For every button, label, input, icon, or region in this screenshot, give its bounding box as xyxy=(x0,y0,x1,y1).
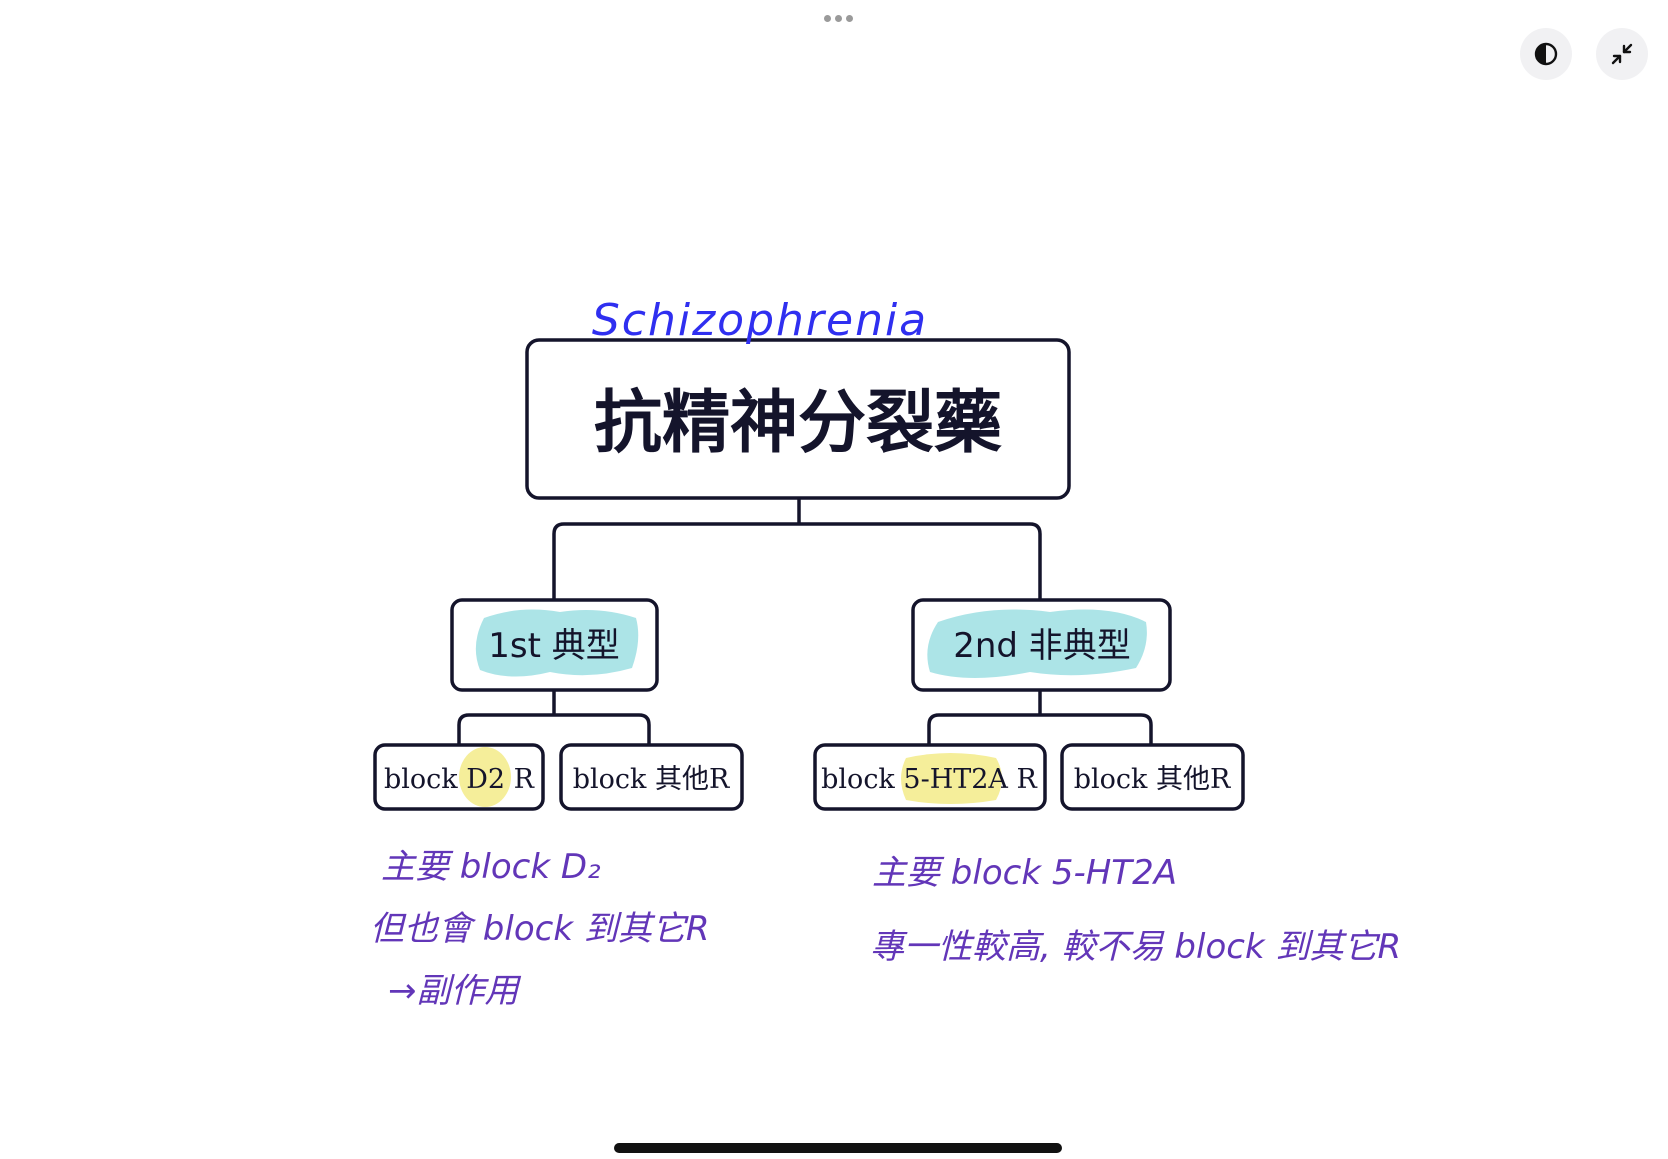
root-annotation: Schizophrenia xyxy=(592,295,928,346)
note-line: 專一性較高, 較不易 block 到其它R xyxy=(870,927,1401,967)
connector-lines xyxy=(457,498,1153,745)
highlight-cyan xyxy=(927,609,1147,678)
note-line: 主要 block 5-HT2A xyxy=(872,853,1177,893)
collapse-icon xyxy=(1611,43,1633,65)
leaf-label: block 其他R xyxy=(573,764,730,795)
branch-label: 1st 典型 xyxy=(488,626,619,666)
notes-second-gen: 主要 block 5-HT2A 專一性較高, 較不易 block 到其它R xyxy=(870,853,1401,967)
root-title: 抗精神分裂藥 xyxy=(594,384,1002,463)
handle-dot xyxy=(834,14,842,22)
leaf-block-other-r[interactable]: block 其他R xyxy=(1060,743,1245,811)
leaf-label: block 其他R xyxy=(1074,764,1231,795)
window-handle[interactable] xyxy=(818,12,858,24)
highlight-yellow xyxy=(901,753,1002,804)
contrast-button[interactable] xyxy=(1520,28,1572,80)
branch-node-second-gen[interactable]: 2nd 非典型 xyxy=(911,598,1172,692)
collapse-button[interactable] xyxy=(1596,28,1648,80)
note-line: 但也會 block 到其它R xyxy=(370,909,709,949)
root-node[interactable]: 抗精神分裂藥 xyxy=(525,338,1071,500)
highlight-cyan xyxy=(475,609,639,677)
note-line: →副作用 xyxy=(388,971,521,1011)
leaf-block-5ht2a[interactable]: block 5-HT2A R xyxy=(813,743,1047,811)
note-line: 主要 block D₂ xyxy=(381,847,601,887)
highlight-yellow xyxy=(459,747,511,807)
home-indicator[interactable] xyxy=(614,1143,1062,1153)
notes-first-gen: 主要 block D₂ 但也會 block 到其它R →副作用 xyxy=(370,847,709,1011)
handle-dot xyxy=(823,14,831,22)
branch-node-first-gen[interactable]: 1st 典型 xyxy=(450,598,659,692)
branch-label: 2nd 非典型 xyxy=(953,626,1131,666)
leaf-label: block 5-HT2A R xyxy=(821,764,1037,795)
contrast-icon xyxy=(1534,42,1558,66)
leaf-block-d2[interactable]: block D2 R xyxy=(373,743,545,811)
leaf-block-other-r[interactable]: block 其他R xyxy=(559,743,744,811)
handle-dot xyxy=(845,14,853,22)
leaf-label: block D2 R xyxy=(384,764,535,795)
